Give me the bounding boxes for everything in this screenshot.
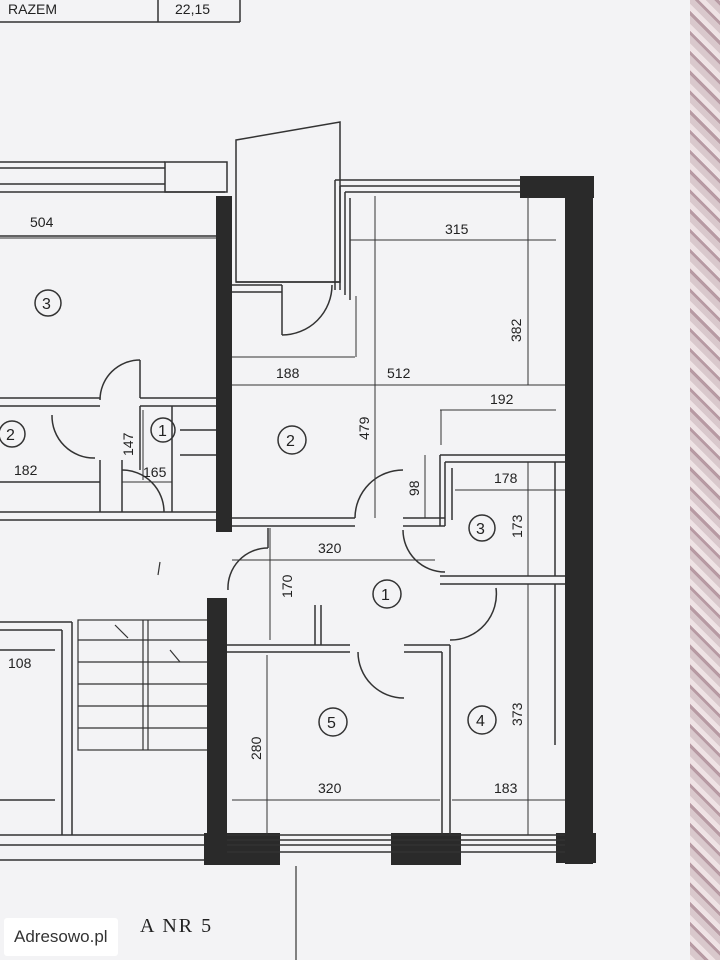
dim-98: 98 [406,480,422,496]
left-dim-lines [0,237,218,483]
room-3-number: 3 [476,521,485,538]
watermark-text: Adresowo.pl [14,927,108,946]
room-5-number: 5 [327,715,336,732]
main-dim-lines [232,196,565,835]
left-room-1-number: 1 [158,423,167,440]
dim-479: 479 [356,416,372,440]
header-value: 22,15 [175,1,210,17]
left-dim-147: 147 [120,432,136,456]
room-4-number: 4 [476,713,485,730]
dim-320-hall: 320 [318,540,342,556]
room-1-number: 1 [381,587,390,604]
staircase [77,561,209,751]
left-dim-108: 108 [8,655,32,671]
left-dim-182: 182 [14,462,38,478]
dim-188: 188 [276,365,300,381]
dim-512: 512 [387,365,411,381]
dim-280: 280 [248,736,264,760]
dim-192: 192 [490,391,514,407]
sheet-title: A NR 5 [140,915,213,937]
bottom-left-unit [0,621,205,861]
dim-178: 178 [494,470,518,486]
balcony [235,121,341,283]
left-unit-walls [0,161,228,521]
main-room-circles [277,425,497,737]
watermark-badge: Adresowo.pl [4,918,118,956]
dim-373: 373 [509,702,525,726]
main-thick-walls [204,176,596,865]
left-dim-165: 165 [143,464,167,480]
left-room-circles [0,289,176,448]
dim-170: 170 [279,574,295,598]
floor-plan: RAZEM 22,15 504 182 147 165 [0,0,596,960]
dim-183: 183 [494,780,518,796]
left-room-2-number: 2 [6,427,15,444]
dim-315: 315 [445,221,469,237]
header-label: RAZEM [8,1,57,17]
left-dim-504: 504 [30,214,54,230]
room-2-number: 2 [286,433,295,450]
main-thin-walls [227,179,565,853]
dim-320-room5: 320 [318,780,342,796]
dim-173: 173 [509,514,525,538]
left-room-3-number: 3 [42,296,51,313]
dim-382: 382 [508,318,524,342]
header-table [0,0,241,23]
